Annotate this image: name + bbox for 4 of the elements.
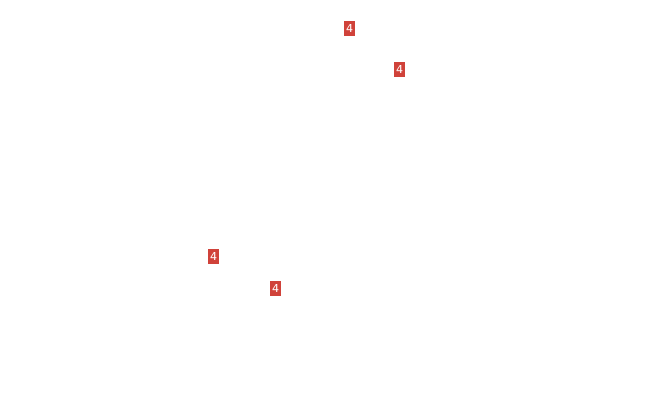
callout-number: 4 bbox=[208, 249, 219, 264]
callout-number: 4 bbox=[344, 21, 355, 36]
callout-number: 4 bbox=[394, 62, 405, 77]
callout-number: 4 bbox=[270, 281, 281, 296]
